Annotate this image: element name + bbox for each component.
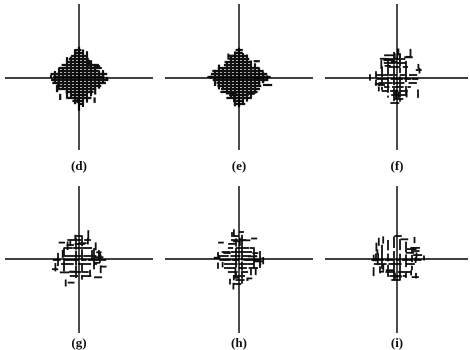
panel-i-label: (i)	[391, 335, 403, 350]
panel-h: (h)	[165, 186, 313, 350]
panel-e: (e)	[165, 4, 313, 173]
panel-f-pattern	[369, 48, 422, 104]
panel-g-label: (g)	[71, 335, 86, 350]
panel-f-label: (f)	[391, 158, 404, 173]
panel-d: (d)	[5, 4, 153, 173]
panel-e-label: (e)	[232, 158, 246, 173]
panel-i-pattern	[371, 235, 425, 281]
panel-i: (i)	[325, 186, 468, 350]
panel-d-label: (d)	[71, 158, 87, 173]
panel-f: (f)	[325, 4, 468, 173]
panel-h-label: (h)	[231, 335, 247, 350]
panel-g: (g)	[5, 186, 153, 350]
panel-g-pattern	[52, 230, 107, 287]
